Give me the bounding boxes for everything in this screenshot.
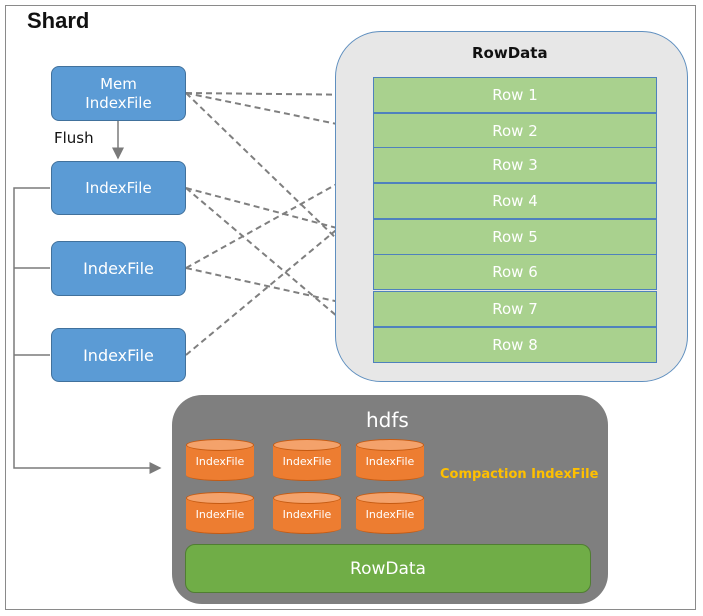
indexfile-box-1: IndexFile	[51, 161, 186, 215]
cylinder-label: IndexFile	[365, 508, 415, 521]
hdfs-rowdata-bar: RowData	[185, 544, 591, 593]
hdfs-indexfile-cylinder: IndexFile	[356, 439, 424, 481]
hdfs-indexfile-cylinder: IndexFile	[273, 439, 341, 481]
mem-indexfile-box: Mem IndexFile	[51, 66, 186, 121]
row-5: Row 5	[373, 219, 657, 255]
row-2: Row 2	[373, 113, 657, 149]
row-6: Row 6	[373, 254, 657, 290]
cylinder-label: IndexFile	[282, 508, 332, 521]
rowdata-title: RowData	[472, 44, 548, 62]
row-1: Row 1	[373, 77, 657, 113]
row-4: Row 4	[373, 183, 657, 219]
mem-indexfile-line2: IndexFile	[85, 93, 152, 112]
mem-indexfile-line1: Mem	[100, 74, 137, 93]
row-3: Row 3	[373, 147, 657, 183]
cylinder-label: IndexFile	[282, 455, 332, 468]
indexfile-label: IndexFile	[83, 345, 154, 365]
pointer-if1-row5	[185, 187, 373, 242]
row-8: Row 8	[373, 327, 657, 363]
pointer-if2-row7	[185, 267, 373, 314]
hdfs-indexfile-cylinder: IndexFile	[186, 439, 254, 481]
pointer-mem-row2	[185, 92, 373, 137]
indexfile-label: IndexFile	[85, 178, 152, 197]
hdfs-indexfile-cylinder: IndexFile	[356, 492, 424, 534]
row-7: Row 7	[373, 291, 657, 327]
hdfs-indexfile-cylinder: IndexFile	[273, 492, 341, 534]
cylinder-label: IndexFile	[365, 455, 415, 468]
hdfs-indexfile-cylinder: IndexFile	[186, 492, 254, 534]
indexfile-box-2: IndexFile	[51, 241, 186, 296]
shard-title: Shard	[27, 8, 90, 33]
indexfile-label: IndexFile	[83, 259, 154, 278]
cylinder-label: IndexFile	[195, 455, 245, 468]
hdfs-title: hdfs	[366, 408, 409, 432]
cylinder-label: IndexFile	[195, 508, 245, 521]
indexfile-box-3: IndexFile	[51, 328, 186, 382]
compaction-label: Compaction IndexFile	[440, 467, 599, 482]
flush-label: Flush	[54, 129, 94, 147]
pointer-if2-row3	[185, 164, 373, 269]
compaction-bracket	[13, 187, 162, 474]
